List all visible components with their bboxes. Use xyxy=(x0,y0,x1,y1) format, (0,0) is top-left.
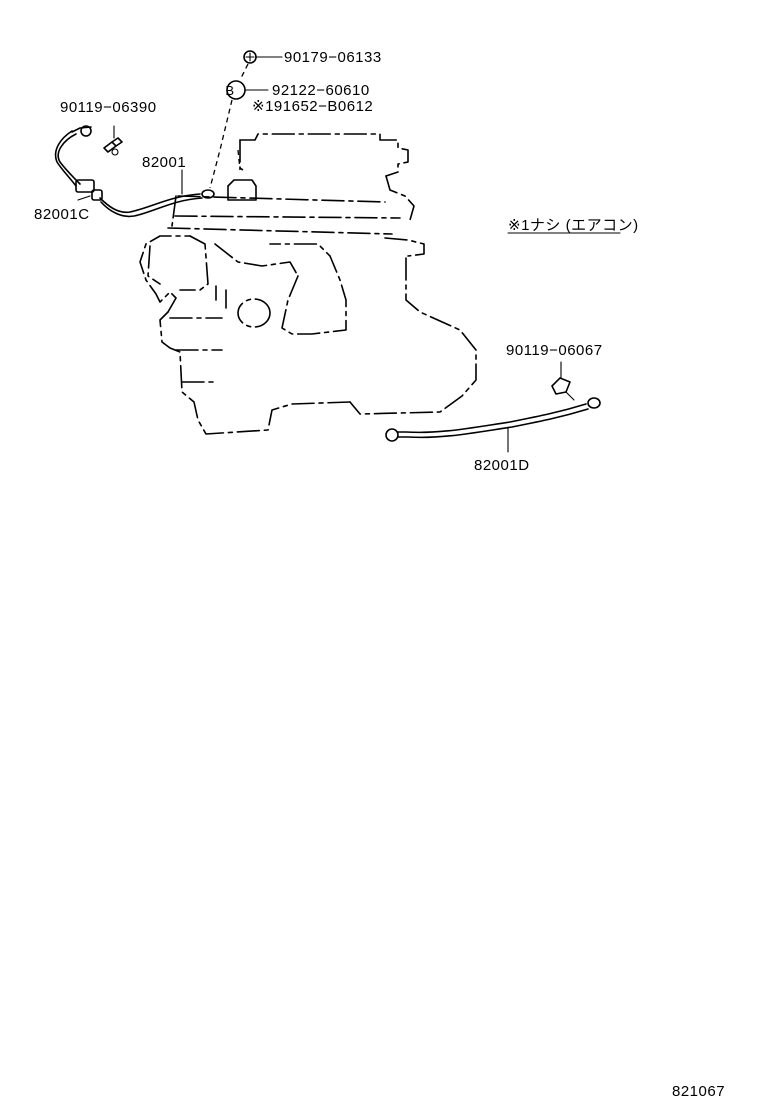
leader-82001c xyxy=(77,195,91,201)
label-90179-06133: 90179−06133 xyxy=(284,49,382,66)
ground-strap-82001c xyxy=(54,125,215,218)
label-90119-06390: 90119−06390 xyxy=(60,99,157,116)
label-82001c: 82001C xyxy=(34,206,90,223)
top-fasteners xyxy=(209,50,283,189)
label-191652-b0612: ※191652−B0612 xyxy=(252,98,373,115)
engine-outline xyxy=(139,133,477,435)
label-90119-06067: 90119−06067 xyxy=(506,342,603,359)
label-82001d: 82001D xyxy=(474,457,530,474)
callout-b: B xyxy=(225,83,234,98)
label-82001: 82001 xyxy=(142,154,186,171)
label-92122-60610: 92122−60610 xyxy=(272,82,370,99)
illustration-number: 821067 xyxy=(672,1083,725,1100)
note-no-aircon: ※1ナシ (エアコン) xyxy=(508,217,639,234)
ground-strap-82001d xyxy=(385,361,601,453)
